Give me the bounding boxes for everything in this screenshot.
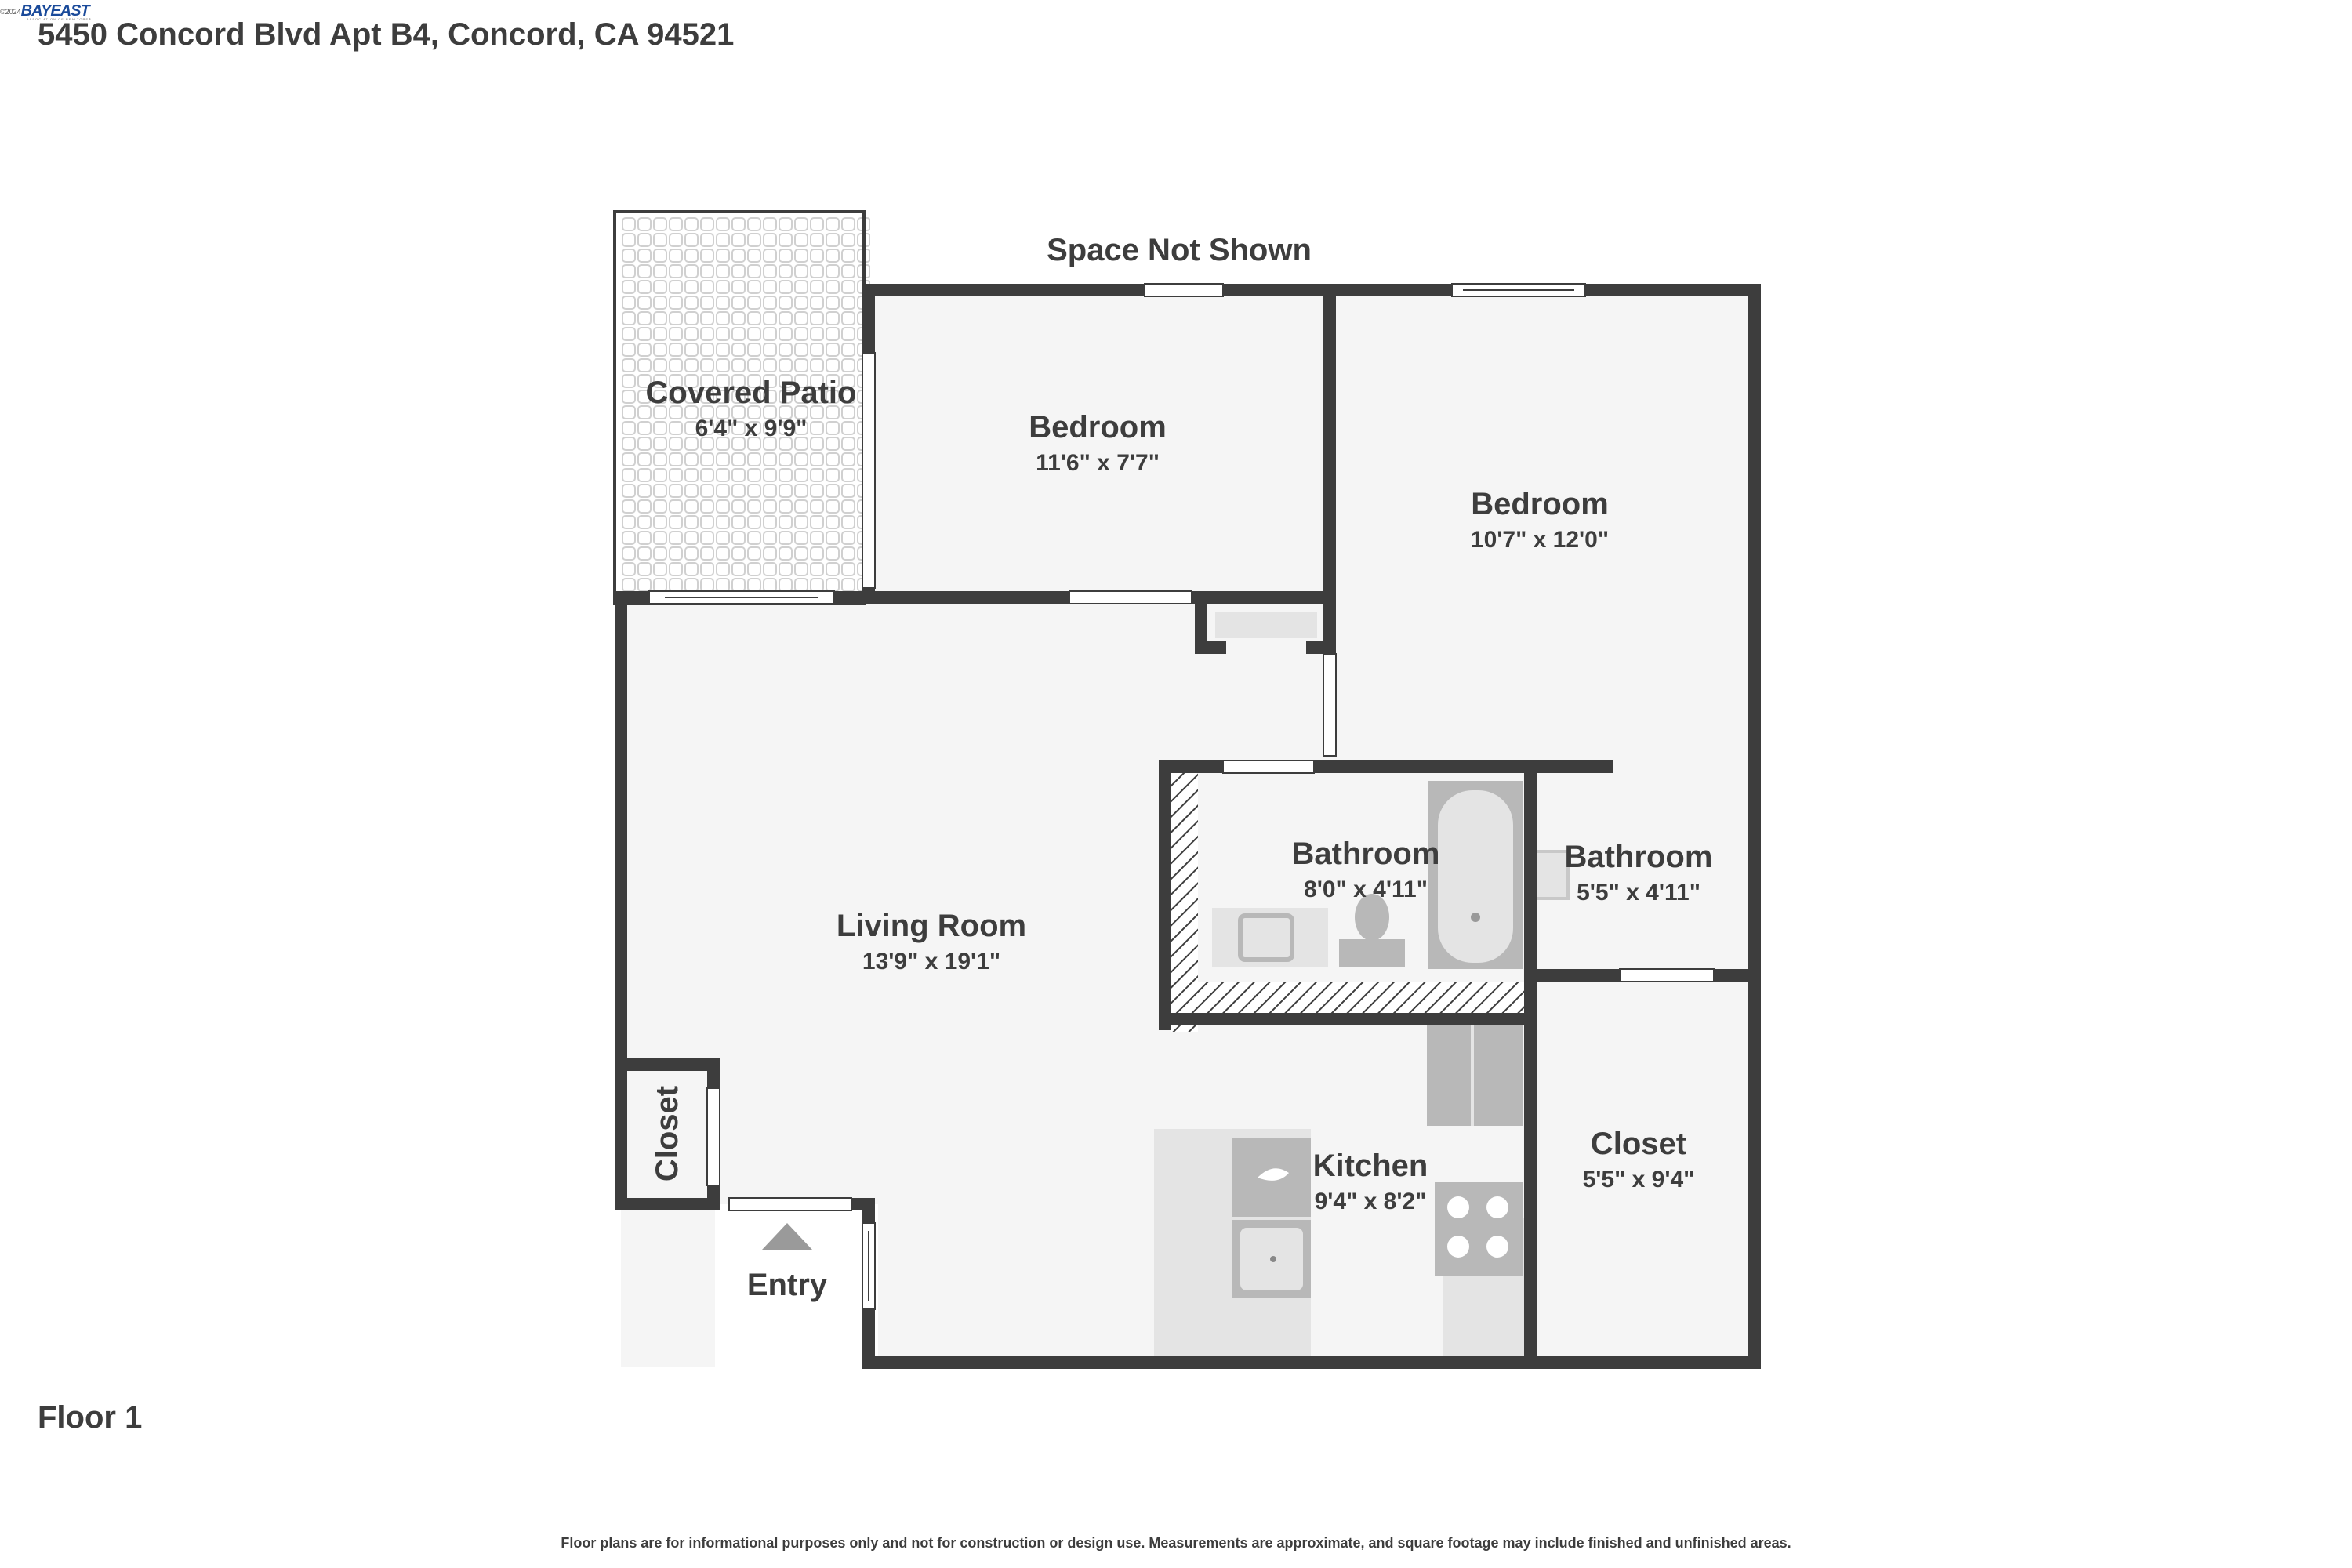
space-not-shown-label: Space Not Shown xyxy=(1047,233,1312,267)
sink-right xyxy=(1532,850,1570,900)
patio-floor xyxy=(621,216,870,599)
floor-label: Floor 1 xyxy=(38,1400,143,1435)
bathtub-drain xyxy=(1471,913,1480,922)
kitchen-name: Kitchen xyxy=(1313,1149,1428,1183)
closet-large-floor xyxy=(1530,975,1761,1367)
door-closet-large xyxy=(1619,968,1715,982)
pantry-shelf xyxy=(1215,612,1317,638)
window-bedroom-small xyxy=(1144,283,1224,297)
wall-bedroom-divider xyxy=(1323,284,1336,754)
disclaimer-text: Floor plans are for informational purpos… xyxy=(561,1535,1791,1551)
wall-left-outer xyxy=(615,591,627,1210)
logo-copyright: ©2024 xyxy=(0,8,21,16)
door-closet-small xyxy=(706,1087,720,1186)
wall-top-bedroom xyxy=(862,284,1761,296)
bedroom-large-name: Bedroom xyxy=(1471,487,1609,521)
burner-1 xyxy=(1447,1196,1469,1218)
toilet-bowl xyxy=(1355,894,1389,941)
stove xyxy=(1435,1182,1523,1276)
wall-pantry-bottom-right xyxy=(1306,641,1333,654)
entry-label: Entry xyxy=(747,1268,828,1302)
wall-pantry-left xyxy=(1195,591,1207,654)
bathtub-inner xyxy=(1438,790,1513,963)
bedroom-large-dims: 10'7" x 12'0" xyxy=(1471,527,1609,553)
wall-bathroom-left xyxy=(1159,760,1171,1030)
brand-logo: ©2024 BAYEAST ASSOCIATION OF REALTORS® xyxy=(0,0,92,21)
bedroom-small-dims: 11'6" x 7'7" xyxy=(1036,450,1160,476)
kitchen-dims: 9'4" x 8'2" xyxy=(1315,1189,1427,1214)
bathroom-left-dims: 8'0" x 4'11" xyxy=(1304,877,1428,902)
door-bathroom-left xyxy=(1222,760,1315,774)
bathroom-sink xyxy=(1238,913,1294,962)
door-bedroom-large xyxy=(1323,653,1337,757)
bedroom-small-floor xyxy=(870,292,1333,599)
wall-right-outer xyxy=(1748,284,1761,1369)
room-labels: Space Not Shown Covered Patio 6'4" x 9'9… xyxy=(646,233,1713,1302)
burner-2 xyxy=(1486,1196,1508,1218)
fridge xyxy=(1427,1024,1523,1126)
logo-tagline: ASSOCIATION OF REALTORS® xyxy=(27,17,92,21)
living-room-name: Living Room xyxy=(837,909,1026,943)
openings xyxy=(648,283,1715,1310)
living-room-dims: 13'9" x 19'1" xyxy=(862,949,1000,975)
door-patio-bedroom xyxy=(862,352,876,589)
hatched-shaft xyxy=(1171,773,1526,1032)
kitchen-sink-drain xyxy=(1270,1256,1276,1262)
wall-bathroom-bottom xyxy=(1159,1013,1535,1025)
closet-small-name: Closet xyxy=(650,1086,684,1181)
wall-pantry-bottom xyxy=(1195,641,1226,654)
covered-patio-dims: 6'4" x 9'9" xyxy=(695,416,808,441)
dishwasher-mark xyxy=(1258,1168,1289,1181)
logo-brand: BAYEAST xyxy=(20,2,90,20)
covered-patio-name: Covered Patio xyxy=(646,376,857,410)
wall-closet-small-top xyxy=(615,1058,720,1071)
property-address: 5450 Concord Blvd Apt B4, Concord, CA 94… xyxy=(38,17,735,52)
closet-large-dims: 5'5" x 9'4" xyxy=(1583,1167,1695,1192)
closet-large-name: Closet xyxy=(1591,1127,1686,1161)
wall-entry-stub xyxy=(850,1198,875,1210)
bedroom-small-name: Bedroom xyxy=(1029,410,1167,445)
bedroom-large-floor xyxy=(1333,292,1761,773)
hatched-wall-horizontal xyxy=(1171,982,1526,1013)
bathroom-left-name: Bathroom xyxy=(1292,837,1440,871)
entry-floor xyxy=(715,1204,878,1367)
wall-closet-small-bottom xyxy=(615,1198,720,1210)
fixtures xyxy=(1154,612,1570,1367)
burner-3 xyxy=(1447,1236,1469,1258)
burner-4 xyxy=(1486,1236,1508,1258)
toilet-tank xyxy=(1339,939,1405,967)
fridge-seam xyxy=(1471,1024,1474,1126)
door-living-bedroom xyxy=(1069,590,1192,604)
bathroom-right-name: Bathroom xyxy=(1565,840,1713,874)
entry-arrow-icon xyxy=(762,1223,812,1250)
wall-bath-divider xyxy=(1524,760,1537,1369)
door-entry xyxy=(728,1197,852,1211)
wall-bottom-outer xyxy=(862,1356,1761,1369)
bathroom-right-dims: 5'5" x 4'11" xyxy=(1577,880,1700,906)
